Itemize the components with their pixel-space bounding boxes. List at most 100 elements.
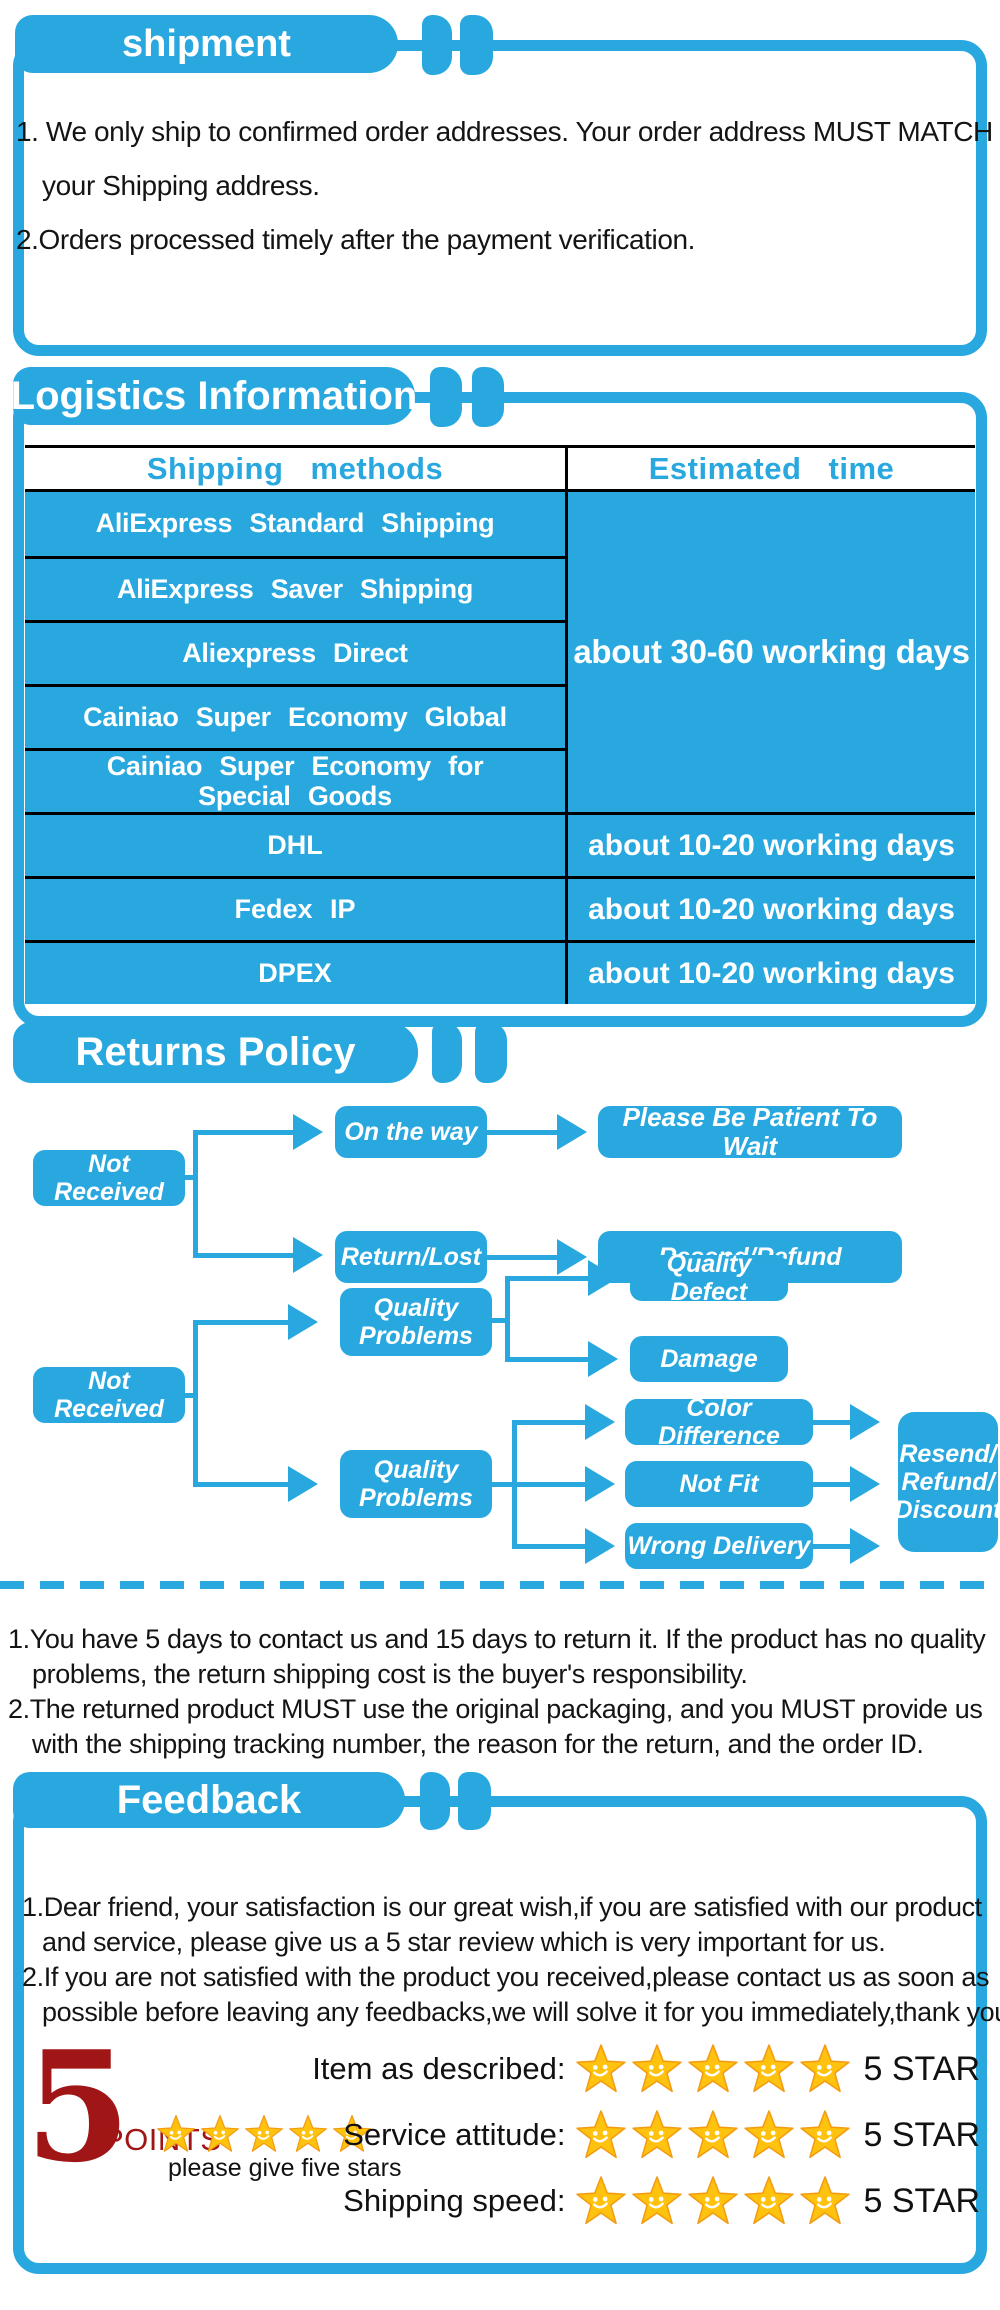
flow-connector	[505, 1276, 510, 1362]
table-cell-method: Fedex IP	[25, 879, 568, 940]
arrow-right-icon	[288, 1304, 318, 1340]
feedback-section-box	[13, 1796, 987, 2274]
arrow-right-icon	[293, 1237, 323, 1273]
flow-node-quality-defect: Quality Defect	[630, 1250, 788, 1306]
smiley-star-icon	[632, 2044, 683, 2093]
flow-node-on-the-way: On the way	[335, 1106, 487, 1158]
flow-connector	[813, 1420, 853, 1425]
table-cell-method: DHL	[25, 815, 568, 876]
table-cell-time: about 10-20 working days	[588, 828, 955, 862]
shipment-title: shipment	[122, 22, 291, 65]
smiley-star-icon	[688, 2044, 739, 2093]
arrow-right-icon	[850, 1466, 880, 1502]
arrow-right-icon	[850, 1528, 880, 1564]
flow-connector	[193, 1130, 198, 1258]
star-rating-icon	[575, 2109, 851, 2161]
returns-note-line: with the shipping tracking number, the r…	[32, 1729, 924, 1759]
shipment-section-box	[13, 40, 987, 356]
flow-connector	[505, 1276, 590, 1281]
rating-row: Item as described: 5 STAR	[300, 2036, 980, 2102]
rating-value: 5 STAR	[863, 2049, 980, 2088]
smiley-star-icon	[576, 2044, 627, 2093]
smiley-star-icon	[744, 2044, 795, 2093]
merged-time-cell: about 30-60 working days	[573, 633, 970, 670]
five-points-number: 5	[25, 2017, 131, 2196]
table-row-method: AliExpress Saver Shipping	[25, 556, 565, 620]
flow-connector	[512, 1544, 587, 1549]
flow-connector	[193, 1482, 288, 1487]
arrow-right-icon	[588, 1341, 618, 1377]
smiley-star-icon	[632, 2110, 683, 2159]
feedback-title: Feedback	[116, 1777, 302, 1822]
rating-label: Service attitude:	[343, 2117, 566, 2152]
shipment-policy-line: 2.Orders processed timely after the paym…	[16, 224, 696, 255]
star-rating-icon	[575, 2043, 851, 2095]
decorative-bar-icon	[460, 15, 493, 75]
dashed-divider	[0, 1581, 1000, 1589]
smiley-star-icon	[800, 2110, 851, 2159]
decorative-bar-icon	[458, 1772, 491, 1830]
feedback-text-line: 2.If you are not satisfied with the prod…	[22, 1962, 990, 1992]
table-cell-method: DPEX	[25, 943, 568, 1004]
rating-label: Item as described:	[312, 2051, 566, 2086]
feedback-text-line: 1.Dear friend, your satisfaction is our …	[22, 1892, 982, 1922]
arrow-right-icon	[588, 1260, 618, 1296]
feedback-text-line: possible before leaving any feedbacks,we…	[42, 1997, 1000, 2027]
shipment-section-header: shipment	[15, 15, 398, 73]
rating-row: Shipping speed: 5 STAR	[300, 2168, 980, 2234]
arrow-right-icon	[585, 1466, 615, 1502]
rating-label: Shipping speed:	[343, 2183, 566, 2218]
returns-notes: 1.You have 5 days to contact us and 15 d…	[8, 1622, 993, 1762]
shipment-policy-text: 1. We only ship to confirmed order addre…	[16, 105, 993, 267]
decorative-bar-icon	[420, 1772, 450, 1830]
flow-node-not-fit: Not Fit	[625, 1461, 813, 1507]
smiley-star-icon	[157, 2115, 195, 2152]
column-header-estimated-time: Estimated time	[648, 450, 895, 486]
rating-value: 5 STAR	[863, 2115, 980, 2154]
shipment-policy-line: your Shipping address.	[42, 170, 320, 201]
arrow-right-icon	[293, 1114, 323, 1150]
returns-note-line: 2.The returned product MUST use the orig…	[8, 1694, 983, 1724]
rating-rows: Item as described: 5 STAR Service attitu…	[300, 2036, 980, 2234]
flow-node-quality-problems-bottom: Quality Problems	[340, 1450, 492, 1518]
flow-connector	[183, 1393, 198, 1398]
returns-note-line: 1.You have 5 days to contact us and 15 d…	[8, 1624, 986, 1654]
flow-node-not-received-1: Not Received	[33, 1150, 185, 1206]
decorative-bar-icon	[432, 1022, 462, 1083]
feedback-text-line: and service, please give us a 5 star rev…	[42, 1927, 886, 1957]
star-caption: please give five stars	[168, 2154, 402, 2182]
arrow-right-icon	[850, 1404, 880, 1440]
returns-title: Returns Policy	[75, 1030, 356, 1074]
smiley-star-icon	[576, 2110, 627, 2159]
flow-connector	[813, 1482, 853, 1487]
table-cell-time: about 10-20 working days	[588, 892, 955, 926]
smiley-star-icon	[576, 2176, 627, 2225]
rating-row: Service attitude: 5 STAR	[300, 2102, 980, 2168]
star-rating-icon	[156, 2114, 372, 2154]
returns-section-header: Returns Policy	[13, 1022, 418, 1083]
table-row: DHL about 10-20 working days	[25, 812, 975, 876]
rating-value: 5 STAR	[863, 2181, 980, 2220]
decorative-bar-icon	[475, 1022, 507, 1083]
feedback-section-header: Feedback	[13, 1772, 405, 1828]
flow-node-color-difference: Color Difference	[625, 1394, 813, 1450]
flow-node-quality-problems-top: Quality Problems	[340, 1288, 492, 1356]
table-header-row: Shipping methods Estimated time	[25, 445, 975, 492]
table-row: DPEX about 10-20 working days	[25, 940, 975, 1004]
logistics-title: Logistics Information	[10, 373, 418, 418]
flow-connector	[183, 1175, 198, 1180]
column-header-shipping-methods: Shipping methods	[25, 448, 568, 489]
flow-node-damage: Damage	[630, 1336, 788, 1382]
flow-connector	[193, 1130, 293, 1135]
flow-connector	[512, 1482, 587, 1487]
arrow-right-icon	[585, 1528, 615, 1564]
table-row-method: AliExpress Standard Shipping	[95, 508, 495, 539]
flow-connector	[193, 1320, 288, 1325]
flow-connector	[193, 1320, 198, 1487]
smiley-star-icon	[688, 2110, 739, 2159]
star-rating-icon	[575, 2175, 851, 2227]
flow-connector	[512, 1420, 587, 1425]
shipment-policy-line: 1. We only ship to confirmed order addre…	[16, 116, 993, 147]
five-points-stars	[156, 2114, 372, 2159]
method-rows: AliExpress Standard Shipping AliExpress …	[25, 492, 568, 812]
